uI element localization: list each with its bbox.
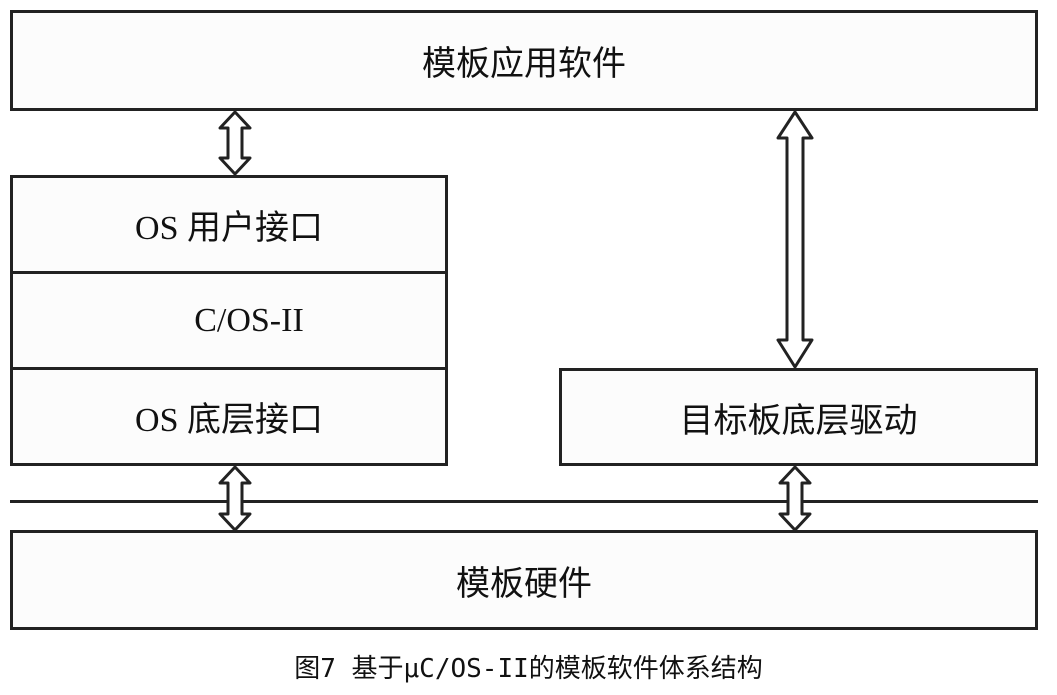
board-driver-label: 目标板底层驱动 (679, 402, 918, 440)
bus-line (10, 500, 1038, 503)
double-arrow-icon (776, 110, 814, 369)
double-arrow-icon (778, 465, 812, 532)
os-user-interface-label: OS 用户接口 (135, 210, 323, 247)
double-arrow-icon (218, 110, 252, 176)
board-driver-block: 目标板底层驱动 (559, 368, 1038, 466)
figure-caption: 图7 基于μC/OS-II的模板软件体系结构 (294, 654, 763, 684)
os-low-interface-block: OS 底层接口 (10, 367, 448, 466)
ucos-label: C/OS-II (194, 301, 304, 339)
hardware-label: 模板硬件 (456, 565, 592, 603)
double-arrow-icon (218, 465, 252, 532)
app-software-block: 模板应用软件 (10, 10, 1038, 111)
ucos-block: C/OS-II (10, 271, 448, 370)
hardware-block: 模板硬件 (10, 530, 1038, 630)
os-low-interface-label: OS 底层接口 (135, 402, 323, 439)
app-software-label: 模板应用软件 (422, 46, 626, 83)
